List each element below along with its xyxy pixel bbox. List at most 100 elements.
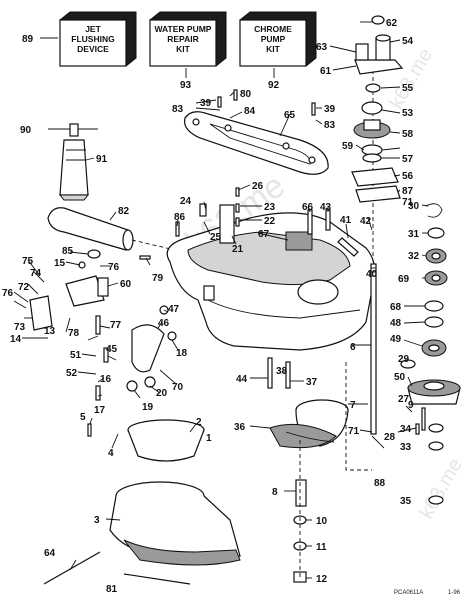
callout-48[interactable]: 48	[390, 318, 402, 329]
callout-18[interactable]: 18	[176, 348, 188, 359]
callout-89[interactable]: 89	[22, 34, 34, 45]
callout-1[interactable]: 1	[206, 433, 212, 444]
bearing-49[interactable]	[421, 339, 447, 357]
callout-91[interactable]: 91	[96, 154, 108, 165]
callout-29[interactable]: 29	[398, 354, 410, 365]
callout-44[interactable]: 44	[236, 374, 248, 385]
intake-housing-3[interactable]	[109, 481, 241, 566]
callout-33[interactable]: 33	[400, 442, 412, 453]
callout-46[interactable]: 46	[158, 318, 170, 329]
cover-plate-part[interactable]	[183, 111, 329, 175]
jet-impeller-36[interactable]	[269, 399, 349, 449]
callout-74[interactable]: 74	[30, 268, 42, 279]
callout-62[interactable]: 62	[386, 18, 398, 29]
callout-71a[interactable]: 71	[402, 197, 414, 208]
callout-41[interactable]: 41	[340, 215, 352, 226]
callout-81[interactable]: 81	[106, 584, 118, 595]
callout-31[interactable]: 31	[408, 229, 420, 240]
callout-36[interactable]: 36	[234, 422, 246, 433]
wear-ring-2[interactable]	[127, 419, 205, 462]
callout-39a[interactable]: 39	[200, 98, 212, 109]
callout-15[interactable]: 15	[54, 258, 66, 269]
seal-35[interactable]	[428, 495, 444, 505]
callout-27[interactable]: 27	[398, 394, 410, 405]
gasket-56[interactable]	[351, 167, 399, 187]
callout-22[interactable]: 22	[264, 216, 276, 227]
callout-60[interactable]: 60	[120, 279, 132, 290]
callout-70[interactable]: 70	[172, 382, 184, 393]
callout-24[interactable]: 24	[180, 196, 192, 207]
callout-20[interactable]: 20	[156, 388, 168, 399]
bearing-69[interactable]	[424, 270, 448, 286]
callout-83b[interactable]: 83	[324, 120, 336, 131]
callout-23[interactable]: 23	[264, 202, 276, 213]
callout-63[interactable]: 63	[316, 42, 328, 53]
callout-86[interactable]: 86	[174, 212, 186, 223]
callout-28[interactable]: 28	[384, 432, 396, 443]
seal-34[interactable]	[428, 423, 444, 433]
callout-37[interactable]: 37	[306, 377, 318, 388]
callout-9[interactable]: 9	[408, 400, 414, 411]
callout-87[interactable]: 87	[402, 186, 414, 197]
callout-3[interactable]: 3	[94, 515, 100, 526]
callout-8[interactable]: 8	[272, 487, 278, 498]
kit-box-chrome-pump[interactable]: CHROME PUMP KIT	[239, 11, 317, 67]
callout-30[interactable]: 30	[408, 201, 420, 212]
callout-50[interactable]: 50	[394, 372, 406, 383]
callout-11[interactable]: 11	[316, 542, 327, 553]
seal-33[interactable]	[428, 441, 444, 451]
hose-part[interactable]	[47, 207, 176, 251]
pump-housing-part[interactable]	[166, 204, 376, 351]
callout-76a[interactable]: 76	[108, 262, 120, 273]
callout-82[interactable]: 82	[118, 206, 130, 217]
callout-2[interactable]: 2	[196, 417, 202, 428]
callout-92[interactable]: 92	[268, 80, 280, 91]
rod-64[interactable]	[43, 551, 101, 585]
callout-90[interactable]: 90	[20, 125, 32, 136]
callout-5[interactable]: 5	[80, 412, 86, 423]
callout-14[interactable]: 14	[10, 334, 22, 345]
callout-42[interactable]: 42	[360, 216, 372, 227]
seal-31[interactable]	[427, 227, 445, 239]
linkage-assembly[interactable]	[22, 249, 177, 401]
callout-77[interactable]: 77	[110, 320, 122, 331]
callout-80[interactable]: 80	[240, 89, 252, 100]
callout-79[interactable]: 79	[152, 273, 164, 284]
callout-72[interactable]: 72	[18, 282, 30, 293]
seal-48[interactable]	[424, 316, 444, 328]
callout-55[interactable]: 55	[402, 83, 414, 94]
callout-32[interactable]: 32	[408, 251, 420, 262]
callout-68[interactable]: 68	[390, 302, 402, 313]
callout-65[interactable]: 65	[284, 110, 296, 121]
callout-6[interactable]: 6	[350, 342, 356, 353]
callout-71b[interactable]: 71	[348, 426, 360, 437]
callout-12[interactable]: 12	[316, 574, 328, 585]
callout-39b[interactable]: 39	[324, 104, 336, 115]
callout-52[interactable]: 52	[66, 368, 78, 379]
callout-13[interactable]: 13	[44, 326, 56, 337]
callout-83a[interactable]: 83	[172, 104, 184, 115]
spacer-8[interactable]	[295, 479, 307, 507]
callout-58[interactable]: 58	[402, 129, 414, 140]
rod-81[interactable]	[123, 573, 191, 585]
callout-26[interactable]: 26	[252, 181, 264, 192]
washer-53[interactable]	[361, 101, 383, 115]
seal-57[interactable]	[362, 153, 382, 163]
flushing-device-part[interactable]	[48, 123, 98, 201]
callout-40[interactable]: 40	[366, 269, 378, 280]
callout-73[interactable]: 73	[14, 322, 26, 333]
kit-box-water-pump[interactable]: WATER PUMP REPAIR KIT	[149, 11, 227, 67]
callout-84[interactable]: 84	[244, 106, 256, 117]
callout-38[interactable]: 38	[276, 366, 288, 377]
callout-10[interactable]: 10	[316, 516, 328, 527]
spacer-68[interactable]	[424, 300, 444, 312]
callout-4[interactable]: 4	[108, 448, 114, 459]
callout-49[interactable]: 49	[390, 334, 402, 345]
callout-25[interactable]: 25	[210, 232, 222, 243]
callout-7[interactable]: 7	[350, 400, 356, 411]
callout-75[interactable]: 75	[22, 256, 34, 267]
callout-67[interactable]: 67	[258, 229, 270, 240]
pump-cover-part[interactable]	[354, 15, 404, 75]
callout-17[interactable]: 17	[94, 405, 106, 416]
callout-19[interactable]: 19	[142, 402, 154, 413]
